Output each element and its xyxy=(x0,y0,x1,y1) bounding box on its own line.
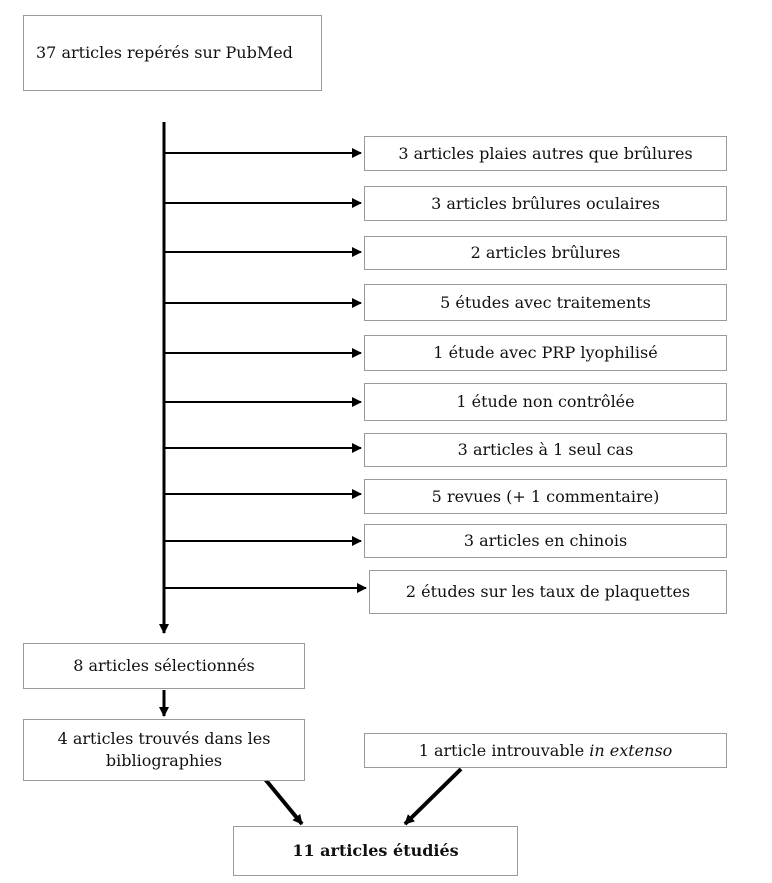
exclusion-box-7: 3 articles à 1 seul cas xyxy=(364,433,727,467)
unavailable-label: 1 article introuvable in extenso xyxy=(419,740,673,762)
exclusion-box-5: 1 étude avec PRP lyophilisé xyxy=(364,335,727,371)
exclusion-box-9: 3 articles en chinois xyxy=(364,524,727,558)
exclusion-label: 3 articles plaies autres que brûlures xyxy=(398,143,693,163)
exclusion-label: 3 articles à 1 seul cas xyxy=(457,440,634,460)
bibliographies-to-final-arrow xyxy=(258,771,304,826)
exclusion-label: 5 études avec traitements xyxy=(440,292,651,312)
final-label: 11 articles étudiés xyxy=(292,841,459,861)
exclusion-label: 1 étude non contrôlée xyxy=(456,392,635,412)
exclusion-box-10: 2 études sur les taux de plaquettes xyxy=(369,570,727,614)
unavailable-label-prefix: 1 article introuvable xyxy=(418,740,590,760)
exclusion-box-4: 5 études avec traitements xyxy=(364,284,727,321)
exclusion-label: 2 études sur les taux de plaquettes xyxy=(405,582,691,602)
source-label: 37 articles repérés sur PubMed xyxy=(36,43,293,63)
exclusion-box-8: 5 revues (+ 1 commentaire) xyxy=(364,479,727,514)
unavailable-to-final-arrow xyxy=(403,767,463,826)
unavailable-box: 1 article introuvable in extenso xyxy=(364,733,727,768)
unavailable-label-italic: in extenso xyxy=(589,740,673,760)
exclusion-label: 3 articles en chinois xyxy=(463,531,628,551)
exclusion-box-2: 3 articles brûlures oculaires xyxy=(364,186,727,221)
exclusion-label: 2 articles brûlures xyxy=(470,243,621,263)
exclusion-box-1: 3 articles plaies autres que brûlures xyxy=(364,136,727,171)
bibliographies-box: 4 articles trouvés dans les bibliographi… xyxy=(23,719,305,781)
source-box: 37 articles repérés sur PubMed xyxy=(23,15,322,91)
bibliographies-label: 4 articles trouvés dans les bibliographi… xyxy=(57,729,271,770)
exclusion-box-3: 2 articles brûlures xyxy=(364,236,727,270)
selected-box: 8 articles sélectionnés xyxy=(23,643,305,689)
selected-label: 8 articles sélectionnés xyxy=(73,656,255,676)
exclusion-label: 3 articles brûlures oculaires xyxy=(431,193,660,213)
exclusion-box-6: 1 étude non contrôlée xyxy=(364,383,727,421)
exclusion-label: 5 revues (+ 1 commentaire) xyxy=(431,486,660,506)
final-box: 11 articles étudiés xyxy=(233,826,518,876)
exclusion-label: 1 étude avec PRP lyophilisé xyxy=(433,343,658,363)
